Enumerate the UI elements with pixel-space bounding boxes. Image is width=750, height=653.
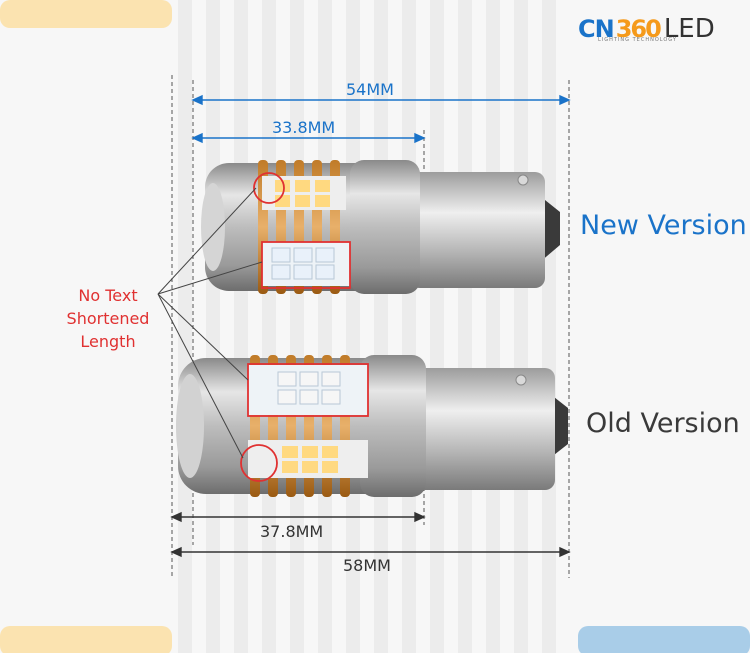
old-body-length-label: 37.8MM	[260, 522, 324, 541]
old-total-length-label: 58MM	[343, 556, 391, 575]
old-version-label: Old Version	[586, 408, 740, 439]
old-version-bulb	[176, 355, 568, 497]
new-total-length-label: 54MM	[346, 80, 394, 99]
brand-tagline: LIGHTING TECHNOLOGY	[598, 37, 677, 43]
brand-logo: CN 360 LED	[578, 14, 715, 44]
callout-line-shortened: Shortened Length	[66, 309, 150, 351]
new-body-length-label: 33.8MM	[272, 118, 336, 137]
callout-line-no-text: No Text	[78, 286, 138, 305]
brand-main: CN	[578, 15, 615, 43]
new-version-bulb	[201, 160, 560, 294]
new-version-label: New Version	[580, 210, 747, 241]
callout-text: No Text Shortened Length	[52, 284, 164, 353]
brand-number: 360	[615, 15, 662, 43]
brand-suffix: LED	[663, 14, 715, 44]
